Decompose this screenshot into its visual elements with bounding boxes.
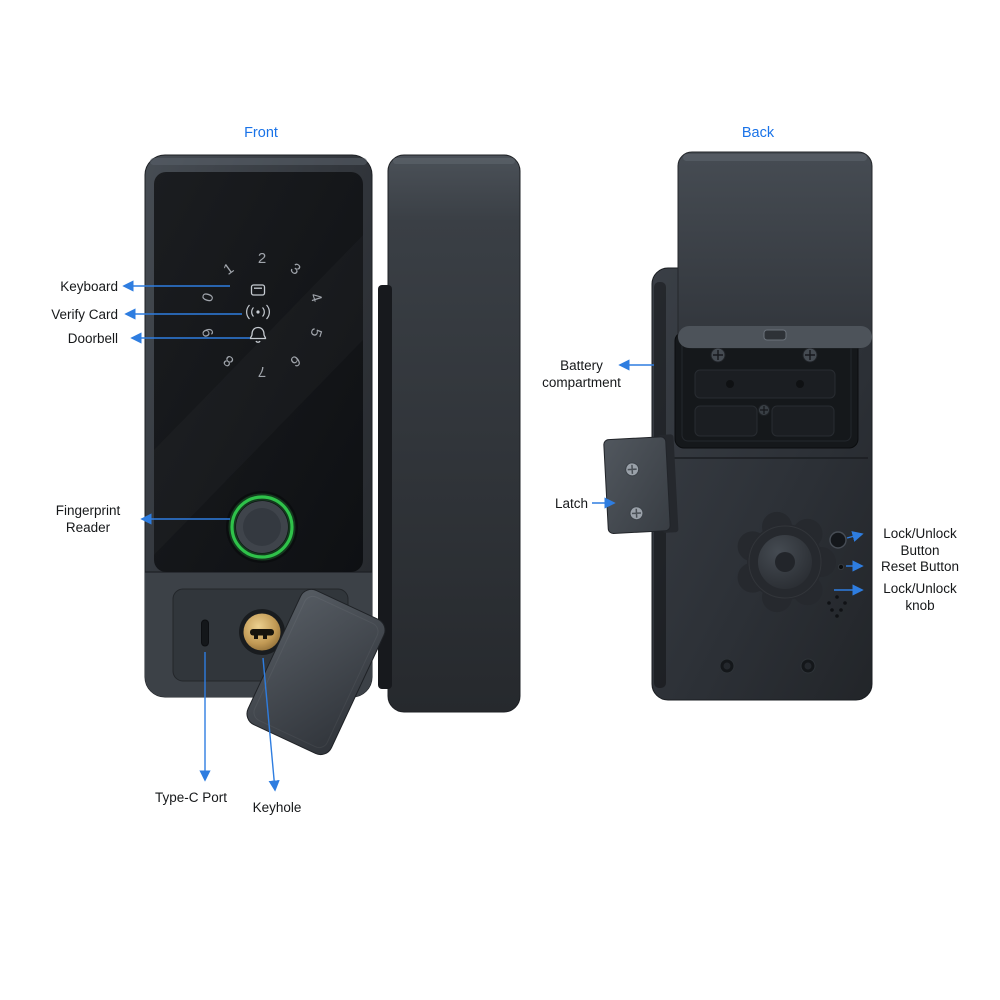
latch-label: Latch: [554, 496, 588, 511]
battery-compartment-label: Battery compartment: [542, 358, 621, 390]
front-lock-top-bevel: [150, 158, 367, 165]
screw: [802, 347, 818, 363]
battery-cover-flap: [677, 151, 873, 349]
type-c-port: [201, 619, 209, 647]
touch-screen: [154, 172, 363, 572]
lock-unlock-button: [829, 531, 847, 549]
doorbell-label: Doorbell: [67, 331, 118, 346]
latch: [603, 434, 679, 534]
mounting-plate: [387, 154, 521, 713]
mounting-plate-highlight: [393, 158, 515, 164]
keyhole-cover: [246, 588, 386, 756]
screw: [629, 506, 644, 521]
back-lock-illustration: [603, 151, 873, 701]
screw: [758, 404, 770, 416]
front-lock-illustration: 1 2 3 4 5 6 7 8 9 0: [144, 154, 521, 756]
mounting-plate-flange: [378, 285, 392, 689]
fingerprint-reader: [226, 491, 298, 563]
screw: [625, 462, 640, 477]
verify-card-icon: [250, 284, 266, 296]
keyboard-label: Keyboard: [60, 279, 118, 294]
screw-hole: [719, 658, 735, 674]
keypad-digit-7: 7: [258, 363, 266, 380]
type-c-port-label: Type-C Port: [154, 790, 228, 805]
front-view-title: Front: [244, 125, 278, 141]
back-view-title: Back: [741, 125, 775, 141]
doorbell-icon: [249, 326, 267, 343]
reset-hole: [837, 563, 844, 570]
screw: [710, 347, 726, 363]
keyhole: [239, 609, 285, 655]
keyhole-label: Keyhole: [252, 800, 302, 815]
battery-compartment: [674, 331, 859, 449]
fingerprint-reader-label: Fingerprint Reader: [55, 503, 121, 535]
card-sensor-icon: [246, 304, 270, 320]
verify-card-label: Verify Card: [51, 307, 118, 322]
lock-unlock-knob: [737, 511, 836, 613]
reset-button-label: Reset Button: [880, 559, 960, 574]
speaker-holes: [827, 595, 847, 618]
flap-latch-slot: [763, 329, 787, 341]
lock-unlock-knob-label: Lock/Unlock knob: [883, 581, 957, 613]
lock-unlock-button-label: Lock/Unlock Button: [883, 526, 957, 558]
keypad-digit-2: 2: [258, 250, 266, 267]
screw-hole: [800, 658, 816, 674]
